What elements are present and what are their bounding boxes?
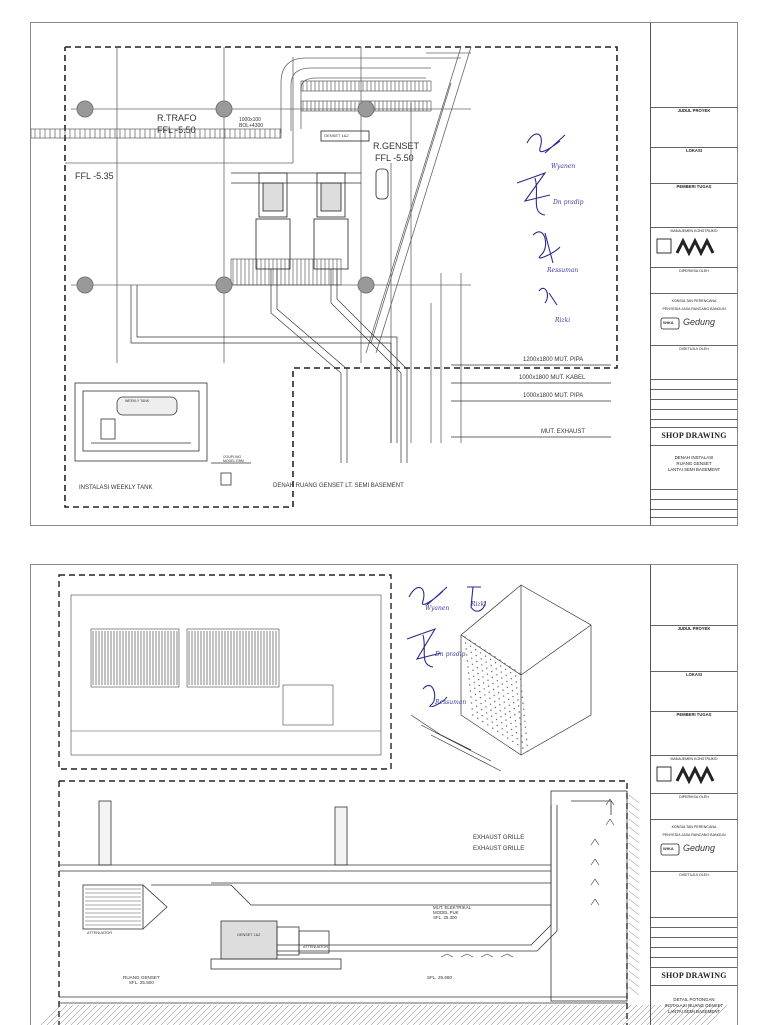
gedung-label: Gedung — [683, 317, 716, 327]
label-instalasi-weekly-tank: INSTALASI WEEKLY TANK — [79, 485, 153, 491]
tb-lokasi: LOKASI — [686, 148, 702, 153]
label-genset-1-2b: GENSET 1&2 — [237, 933, 261, 937]
label-sfl: SFL. 25.680 — [427, 975, 453, 980]
handwriting-wyanen: Wyanen — [551, 163, 576, 170]
tb2-penyedia: PENYEDIA JASA RANCANG BANGUN — [662, 833, 726, 837]
handwriting-ressuman: Ressuman — [547, 267, 579, 274]
label-r-genset: R.GENSET — [373, 141, 420, 151]
handwriting-rizki-2: Rizki — [471, 601, 487, 608]
tb2-diperiksa: DIPERIKSA OLEH — [679, 795, 709, 799]
wika-label-2: WIKA — [663, 846, 674, 851]
tb-disetujui: DISETUJUI OLEH — [679, 347, 709, 351]
signatures-sheet-2 — [406, 586, 486, 707]
label-mut-exhaust: MUT. EXHAUST — [541, 429, 586, 435]
tb-manajemen-konstruksi: MANAJEMEN KONSTRUKSI — [670, 229, 718, 233]
label-attenuator-1: ATTENUATOR — [87, 931, 113, 935]
section-drawing — [40, 574, 728, 1025]
tb-konsultan: KONSULTAN PERENCANA — [671, 299, 717, 303]
handwriting-rizki: Rizki — [555, 317, 571, 324]
gedung-label-2: Gedung — [683, 843, 716, 853]
mk-logo — [656, 237, 715, 257]
tb-penyedia: PENYEDIA JASA RANCANG BANGUN — [662, 307, 726, 311]
label-mut-elektrikal: MUT. ELEKTRIKAL MODEL PUK SFL. 25.300 — [433, 905, 472, 920]
tb2-pemberi-tugas: PEMBERI TUGAS — [676, 712, 712, 717]
mk-logo-2 — [656, 765, 715, 785]
shop-drawing-title-1: SHOP DRAWING — [661, 431, 727, 440]
handwriting-dn-pradip-2: Dn pradip — [435, 651, 466, 658]
tb2-lokasi: LOKASI — [686, 672, 702, 677]
label-mut-pipa-2: 1000x1800 MUT. PIPA — [523, 393, 584, 399]
label-denah: DENAH RUANG GENSET LT. SEMI BASEMENT — [273, 483, 404, 489]
tb-diperiksa: DIPERIKSA OLEH — [679, 269, 709, 273]
label-genset-1-2: GENSET 1&2 — [324, 133, 349, 138]
drawing-sheet-1: R.TRAFO FFL -5.50 R.GENSET FFL -5.50 FFL… — [30, 22, 738, 526]
label-weekly-tank-small: WEEKLY TANK — [125, 399, 150, 403]
label-bol: 1000x100 BOL+4300 — [239, 117, 264, 129]
drawing-sheet-2: EXHAUST GRILLE EXHAUST GRILLE MUT. ELEKT… — [30, 564, 738, 1025]
label-coupling: COUPLING MODEL EBM — [223, 455, 244, 463]
signatures-sheet-1 — [516, 133, 566, 306]
wika-gedung-logo-2 — [660, 843, 680, 856]
label-exhaust-grille-2: EXHAUST GRILLE — [473, 846, 525, 852]
label-attenuator-2: ATTENUATOR — [303, 945, 329, 949]
handwriting-dn-pradip: Dn pradip — [553, 199, 584, 206]
wika-label: WIKA — [663, 320, 674, 325]
label-ffl-535: FFL -5.35 — [75, 171, 114, 181]
tb2-judul-proyek: JUDUL PROYEK — [677, 626, 711, 631]
tb2-judul-gambar: DETAIL POTONGAN INSTALASI RUANG GENSET L… — [664, 997, 724, 1014]
title-block-2: JUDUL PROYEK LOKASI PEMBERI TUGAS MANAJE… — [650, 565, 737, 1025]
floor-plan-drawing — [31, 46, 618, 508]
label-mut-kabel: 1000x1800 MUT. KABEL — [519, 375, 586, 381]
tb2-konsultan: KONSULTAN PERENCANA — [671, 825, 717, 829]
handwriting-ressuman-2: Ressuman — [435, 699, 467, 706]
tb-judul-proyek: JUDUL PROYEK — [677, 108, 711, 113]
label-mut-pipa-1: 1200x1800 MUT. PIPA — [523, 357, 584, 363]
wika-gedung-logo — [660, 317, 680, 330]
label-exhaust-grille-1: EXHAUST GRILLE — [473, 835, 525, 841]
title-block-1: JUDUL PROYEK LOKASI PEMBERI TUGAS MANAJE… — [650, 23, 737, 525]
label-r-trafo: R.TRAFO — [157, 113, 197, 123]
label-ffl-trafo: FFL -5.50 — [157, 125, 196, 135]
shop-drawing-title-2: SHOP DRAWING — [661, 971, 727, 980]
tb2-manajemen-konstruksi: MANAJEMEN KONSTRUKSI — [670, 757, 718, 761]
handwriting-wyanen-2: Wyanen — [425, 605, 450, 612]
tb-pemberi-tugas: PEMBERI TUGAS — [676, 184, 712, 189]
tb-judul-gambar: DENAH INSTALASI RUANG GENSET LANTAI SEMI… — [667, 455, 721, 472]
label-ruang-genset: RUANG GENSET SFL. 25.500 — [123, 975, 160, 985]
label-ffl-genset: FFL -5.50 — [375, 153, 414, 163]
tb2-disetujui: DISETUJUI OLEH — [679, 873, 709, 877]
